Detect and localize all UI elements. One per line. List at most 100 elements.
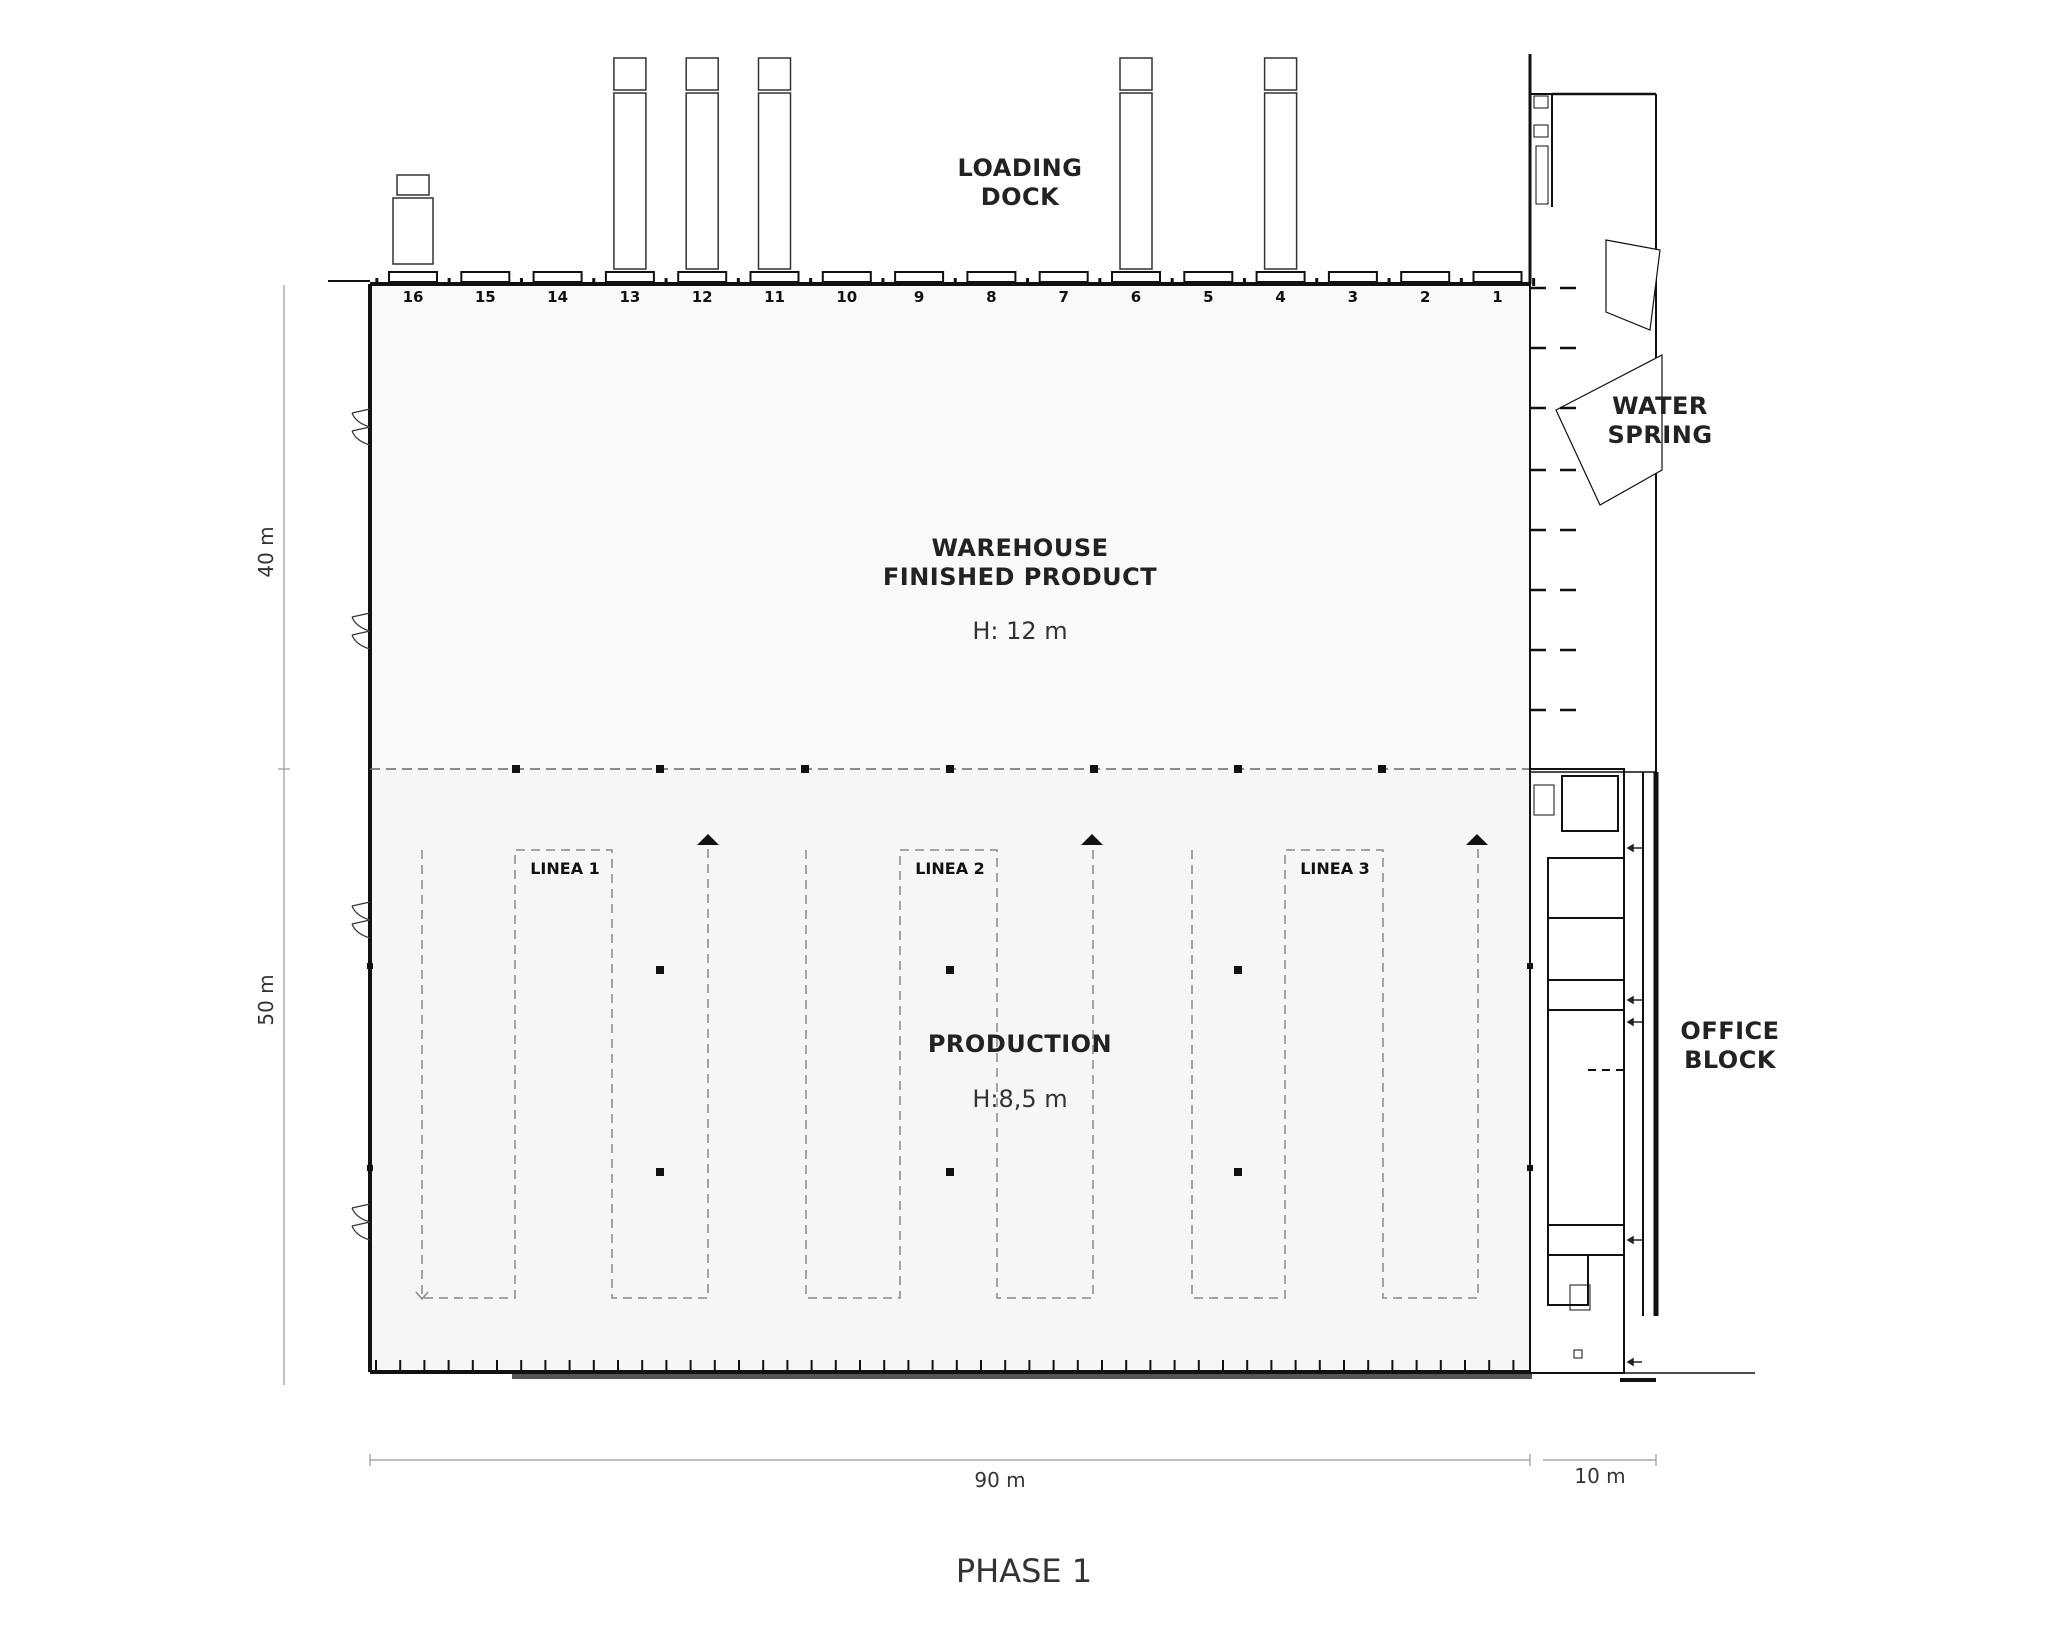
side-door-leaf xyxy=(351,408,371,428)
column xyxy=(1234,966,1242,974)
van-body-16 xyxy=(392,197,434,265)
dock-doors xyxy=(375,271,1536,286)
column xyxy=(1378,765,1386,773)
dock-number-7: 7 xyxy=(1058,288,1069,306)
dock-number-8: 8 xyxy=(986,288,997,306)
water-spring-zone xyxy=(1528,54,1663,772)
warehouse-label-line1: WAREHOUSE xyxy=(931,534,1109,562)
side-door-leaf xyxy=(351,1221,371,1241)
loading-dock-label-line1: LOADING xyxy=(957,154,1083,182)
dock-door-7 xyxy=(1038,271,1089,283)
office-arrow-head xyxy=(1626,1235,1634,1245)
truck-cab-6 xyxy=(1119,57,1153,91)
column xyxy=(367,1165,373,1171)
production-line-1 xyxy=(421,845,709,1299)
office-arrow-head xyxy=(1626,1357,1634,1367)
production-height: H:8,5 m xyxy=(972,1085,1068,1113)
water-spring-dashes xyxy=(1530,286,1586,712)
side-door-leaf xyxy=(351,919,371,939)
bottom-hatch xyxy=(512,1374,1532,1379)
loading-dock-label-line2: DOCK xyxy=(980,183,1060,211)
truck-trailer-6 xyxy=(1119,92,1153,270)
office-arrow-head xyxy=(1626,995,1634,1005)
dock-number-11: 11 xyxy=(764,288,785,306)
production-label: PRODUCTION xyxy=(927,1030,1113,1058)
line-end-arrow xyxy=(415,1291,429,1301)
dock-number-14: 14 xyxy=(547,288,569,306)
dimension-main-width: 90 m xyxy=(974,1468,1026,1492)
water-spring-label-line1: WATER xyxy=(1612,392,1708,420)
dock-number-3: 3 xyxy=(1347,288,1359,306)
truck-trailers xyxy=(392,57,1298,270)
dock-door-6 xyxy=(1111,271,1161,283)
office-arrow-head xyxy=(1626,843,1634,853)
dimension-lines xyxy=(278,285,1657,1466)
office-entry-arrows xyxy=(1626,843,1642,1367)
dock-number-13: 13 xyxy=(619,288,641,306)
dimension-office-width: 10 m xyxy=(1574,1464,1626,1488)
column xyxy=(946,1168,954,1176)
truck-trailer-11 xyxy=(757,92,792,270)
side-door-leaf xyxy=(351,612,371,632)
dimension-production-depth: 50 m xyxy=(254,974,278,1026)
office-block-label: OFFICE BLOCK xyxy=(1650,1017,1810,1075)
production-area xyxy=(370,769,1530,1369)
water-spring-label-line2: SPRING xyxy=(1607,421,1713,449)
dock-number-15: 15 xyxy=(474,288,496,306)
truck-trailer-4 xyxy=(1263,92,1298,270)
dock-door-8 xyxy=(966,271,1017,283)
dock-door-11 xyxy=(749,271,800,283)
warehouse-height: H: 12 m xyxy=(972,617,1068,645)
column xyxy=(1234,1168,1242,1176)
warehouse-area xyxy=(370,287,1530,769)
bottom-wall-ticks xyxy=(375,1360,1515,1372)
dimension-warehouse-depth: 40 m xyxy=(254,526,278,578)
warehouse-label: WAREHOUSE FINISHED PRODUCT xyxy=(820,534,1220,592)
dock-number-16: 16 xyxy=(402,288,424,306)
dock-number-6: 6 xyxy=(1130,288,1142,306)
column xyxy=(946,966,954,974)
linea-2-label: LINEA 2 xyxy=(915,859,985,878)
dock-door-1 xyxy=(1472,271,1523,283)
dock-number-1: 1 xyxy=(1492,288,1503,306)
office-block xyxy=(1529,768,1755,1382)
dock-number-5: 5 xyxy=(1203,288,1214,306)
column xyxy=(656,1168,664,1176)
dock-number-2: 2 xyxy=(1419,288,1431,306)
dock-number-10: 10 xyxy=(836,288,858,306)
dock-door-9 xyxy=(894,271,945,283)
office-block-label-line2: BLOCK xyxy=(1684,1046,1776,1074)
dock-door-15 xyxy=(460,271,511,283)
truck-trailer-13 xyxy=(613,92,647,270)
van-cab-16 xyxy=(396,174,430,196)
side-door-leaf xyxy=(351,1203,371,1223)
truck-cab-13 xyxy=(613,57,647,91)
truck-cab-11 xyxy=(757,57,792,91)
column xyxy=(801,765,809,773)
production-line-outlines xyxy=(415,845,1479,1301)
production-line-2 xyxy=(805,845,1094,1299)
dock-door-12 xyxy=(677,271,728,283)
dock-door-16 xyxy=(388,271,438,283)
office-arrow-head xyxy=(1626,1017,1634,1027)
production-line-3 xyxy=(1191,845,1479,1299)
phase-title: PHASE 1 xyxy=(955,1552,1093,1590)
dock-door-14 xyxy=(532,271,583,283)
dock-door-10 xyxy=(821,271,872,283)
dock-door-5 xyxy=(1183,271,1234,283)
column xyxy=(946,765,954,773)
column xyxy=(1234,765,1242,773)
truck-cab-12 xyxy=(685,57,719,91)
truck-trailer-12 xyxy=(685,92,719,270)
side-door-leaf xyxy=(351,630,371,650)
column xyxy=(512,765,520,773)
warehouse-label-line2: FINISHED PRODUCT xyxy=(882,563,1158,591)
column xyxy=(1090,765,1098,773)
dock-number-9: 9 xyxy=(913,288,925,306)
truck-cab-4 xyxy=(1263,57,1298,91)
office-block-label-line1: OFFICE xyxy=(1680,1017,1780,1045)
side-door-leaf xyxy=(351,901,371,921)
side-doors xyxy=(351,408,371,1241)
column xyxy=(367,963,373,969)
